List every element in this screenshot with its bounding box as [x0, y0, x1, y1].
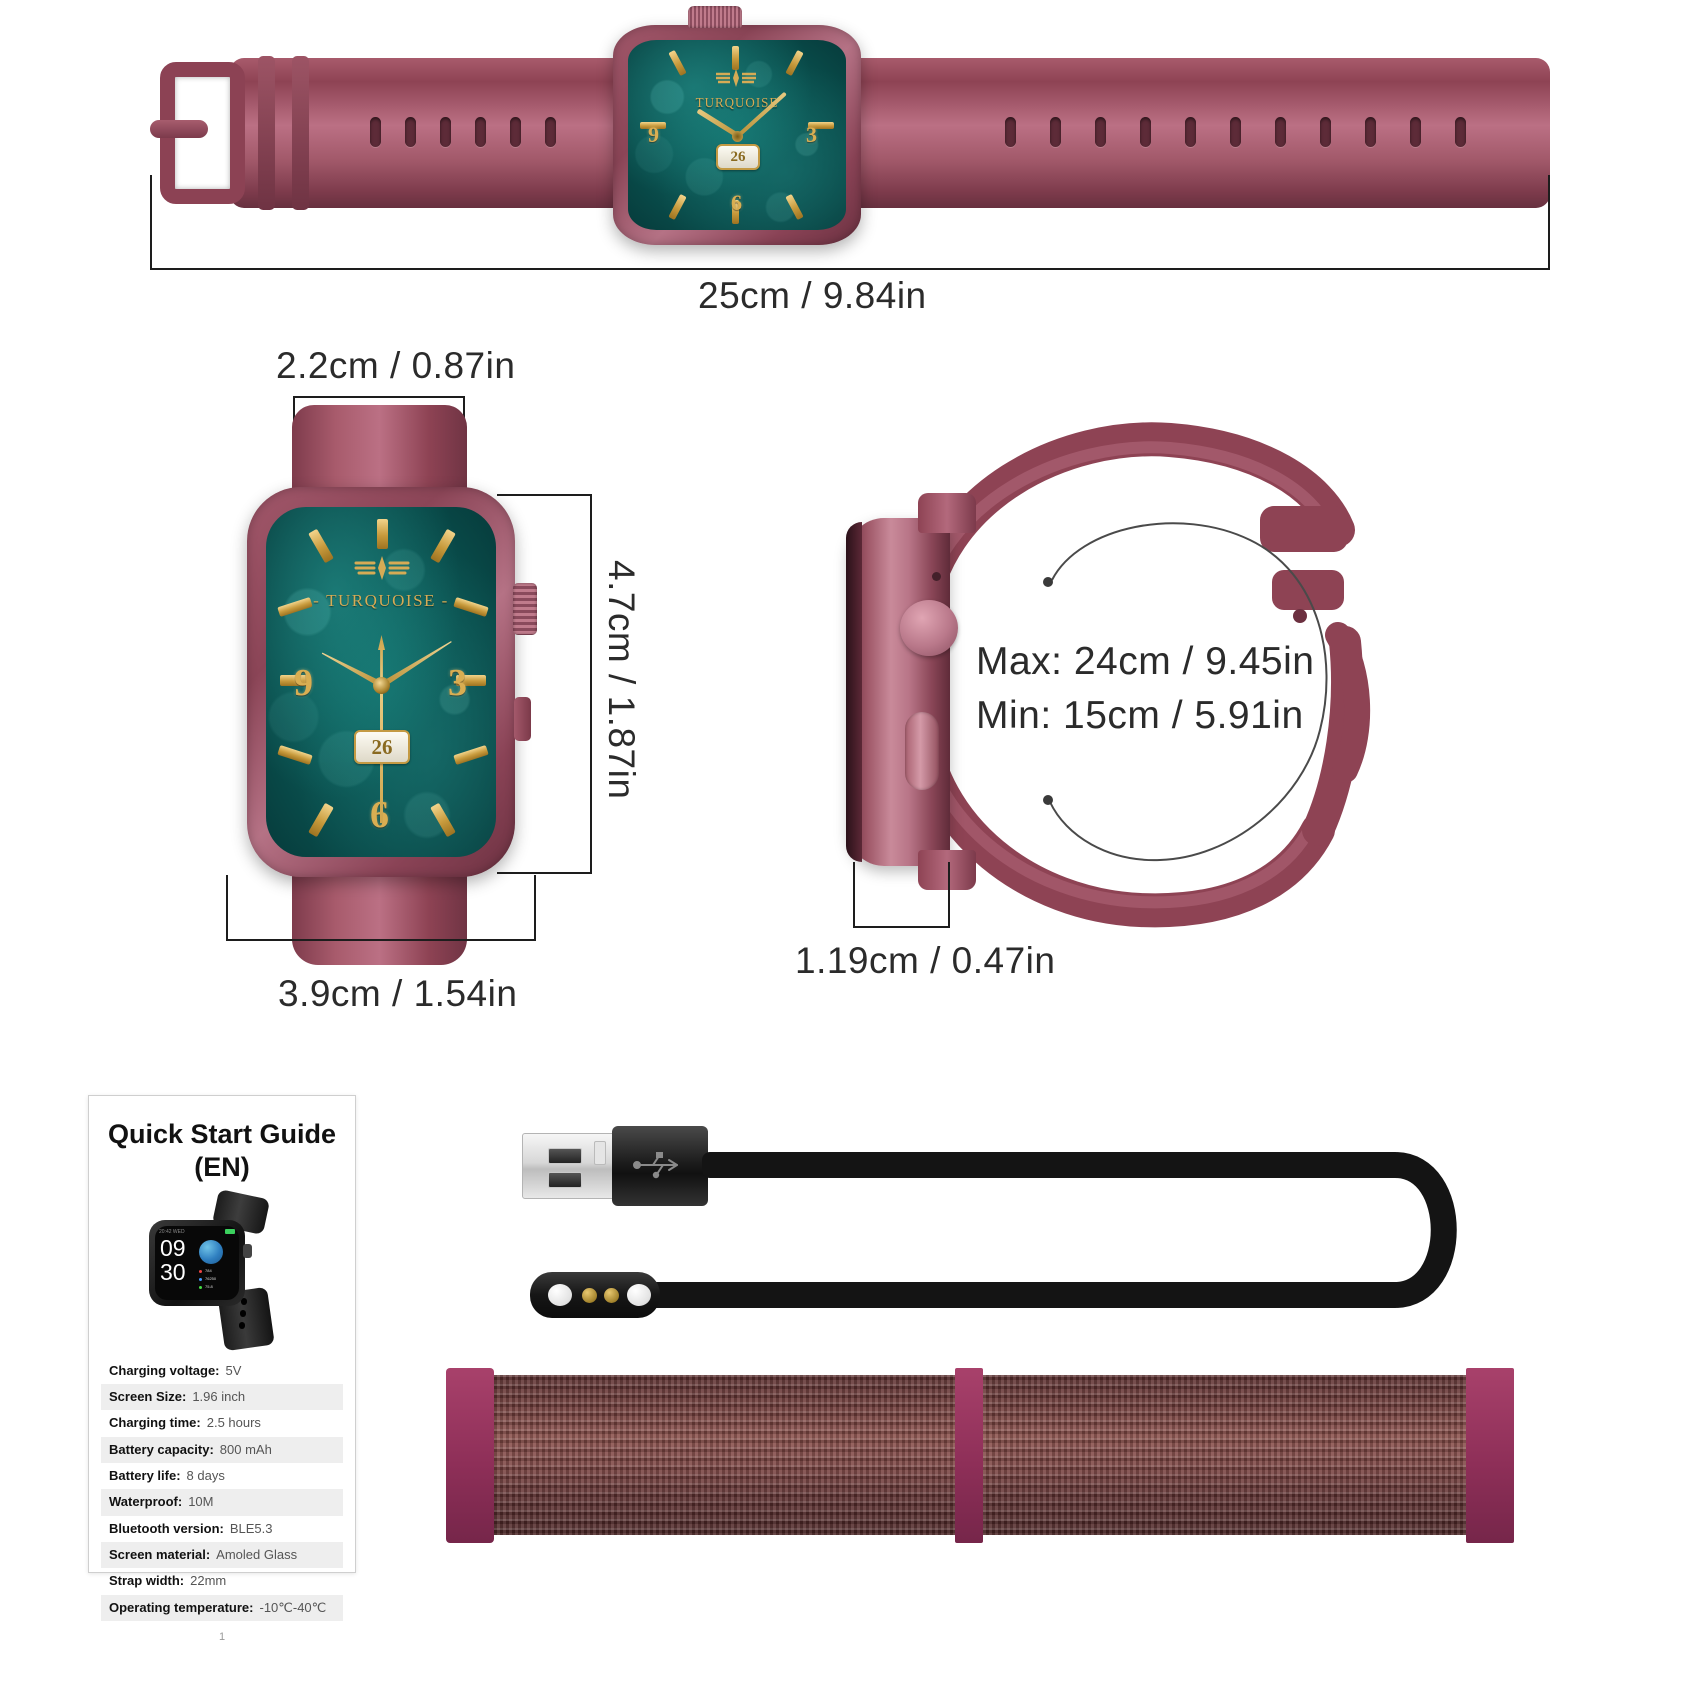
spec-key: Charging voltage: [109, 1362, 220, 1378]
table-row: Strap width: 22mm [101, 1568, 343, 1594]
dial-brand-text: TURQUOISE [695, 94, 779, 111]
dial-date-window-top: 26 [716, 144, 760, 170]
table-row: Battery life: 8 days [101, 1463, 343, 1489]
side-crown-side-view [900, 600, 958, 656]
dial-numeral-3-front: 3 [448, 662, 467, 704]
microphone-hole-side [932, 572, 941, 581]
case-thickness-label: 1.19cm / 0.47in [795, 940, 1056, 981]
nylon-strap-end-tab-left [446, 1368, 494, 1543]
buckle-pin [150, 120, 208, 138]
charger-magnet-right [627, 1284, 651, 1306]
wrist-min-label: Min: 15cm / 5.91in [976, 694, 1304, 737]
guide-page-number: 1 [218, 1630, 226, 1643]
usb-cable-bend [1300, 1152, 1457, 1308]
second-hand-tail [378, 635, 385, 685]
table-row: Charging time: 2.5 hours [101, 1410, 343, 1436]
table-row: Charging voltage: 5V [101, 1358, 343, 1384]
guide-title-line2: (EN) [194, 1151, 250, 1182]
guide-title: Quick Start Guide (EN) [89, 1096, 355, 1188]
spec-table: Charging voltage: 5V Screen Size: 1.96 i… [89, 1358, 355, 1631]
watch-screen-top-view: TURQUOISE 9 3 6 26 [628, 40, 846, 230]
spec-value: 8 days [186, 1468, 225, 1484]
hands-pivot-top [732, 131, 743, 142]
dial-brand-text-front: - TURQUOISE - [313, 591, 449, 610]
spec-value: 22mm [190, 1573, 227, 1589]
lug-bottom [918, 850, 976, 890]
side-crown-front-view [513, 583, 537, 635]
table-row: Battery capacity: 800 mAh [101, 1436, 343, 1464]
spec-key: Bluetooth version: [109, 1520, 224, 1536]
charger-pin-1 [582, 1288, 597, 1303]
nylon-strap-keeper-band [955, 1368, 983, 1543]
quick-start-guide-card: Quick Start Guide (EN) 20:42 WED 09 30 [88, 1095, 356, 1643]
watch-glass-edge-side [846, 522, 862, 862]
watch-screen-front: - TURQUOISE - 9 3 6 26 [266, 507, 496, 857]
charger-magnet-left [548, 1284, 572, 1306]
crown-top-view [688, 6, 742, 28]
spec-value: 5V [225, 1362, 242, 1378]
wrist-max-label: Max: 24cm / 9.45in [976, 640, 1315, 683]
spec-value: BLE5.3 [229, 1520, 273, 1536]
wrist-circumference-outline [1043, 522, 1328, 862]
guide-title-line1: Quick Start Guide [107, 1119, 337, 1149]
spec-value: Amoled Glass [216, 1546, 298, 1562]
nylon-strap-body [488, 1375, 1513, 1535]
spec-key: Charging time: [109, 1415, 201, 1431]
usb-cable-bottom-run [640, 1282, 1320, 1308]
dial-date-window-front: 26 [354, 730, 410, 764]
side-button-side-view [905, 712, 939, 790]
dial-numeral-6: 6 [731, 190, 742, 215]
usb-a-inner-tongue [548, 1148, 582, 1164]
overall-length-label: 25cm / 9.84in [698, 275, 927, 316]
dial-numeral-3: 3 [806, 122, 817, 147]
spec-key: Battery capacity: [109, 1441, 214, 1457]
guide-watch-illustration: 20:42 WED 09 30 784 76250 75.8 [117, 1188, 327, 1352]
guide-watch-hour: 09 [160, 1234, 186, 1261]
lug-top [918, 493, 976, 533]
buckle-keeper-1 [258, 56, 275, 210]
spec-value: 2.5 hours [206, 1415, 261, 1431]
case-width-label: 3.9cm / 1.54in [278, 973, 518, 1014]
spec-value: -10℃-40℃ [259, 1599, 327, 1615]
charger-pin-2 [604, 1288, 619, 1303]
spec-value: 10M [188, 1494, 214, 1510]
table-row: Operating temperature: -10℃-40℃ [101, 1594, 343, 1621]
spec-key: Screen Size: [109, 1389, 187, 1405]
right-strap [810, 58, 1550, 208]
usb-trident-icon [633, 1152, 678, 1179]
usb-cable-top-run [702, 1152, 1322, 1178]
left-strap-holes [370, 117, 556, 147]
spec-key: Battery life: [109, 1468, 181, 1484]
dial-crest-icon-front [354, 556, 410, 580]
usb-a-slot [594, 1141, 606, 1165]
spec-key: Waterproof: [109, 1494, 183, 1510]
strap-width-label: 2.2cm / 0.87in [276, 345, 516, 386]
table-row: Screen Size: 1.96 inch [101, 1384, 343, 1411]
watch-case-side-view [848, 518, 950, 866]
dial-numeral-6-front: 6 [370, 793, 389, 837]
table-row: Waterproof: 10M [101, 1489, 343, 1516]
dial-numeral-9-front: 9 [294, 662, 313, 704]
spec-value: 1.96 inch [192, 1389, 246, 1405]
spec-key: Strap width: [109, 1573, 185, 1589]
spec-key: Operating temperature: [109, 1599, 254, 1615]
buckle-keeper-2 [292, 56, 309, 210]
spec-key: Screen material: [109, 1546, 211, 1562]
guide-watch-minute: 30 [160, 1258, 186, 1285]
nylon-strap-end-tab-right [1466, 1368, 1514, 1543]
right-strap-holes [1005, 117, 1466, 147]
dial-numeral-9: 9 [648, 122, 659, 147]
usb-a-inner-tongue-2 [548, 1172, 582, 1188]
dial-crest-icon [716, 69, 756, 87]
spec-value: 800 mAh [219, 1441, 272, 1457]
case-height-label: 4.7cm / 1.87in [601, 560, 642, 800]
side-button-front-view [514, 697, 531, 741]
table-row: Bluetooth version: BLE5.3 [101, 1516, 343, 1542]
table-row: Screen material: Amoled Glass [101, 1541, 343, 1569]
hands-pivot-front [373, 677, 390, 694]
